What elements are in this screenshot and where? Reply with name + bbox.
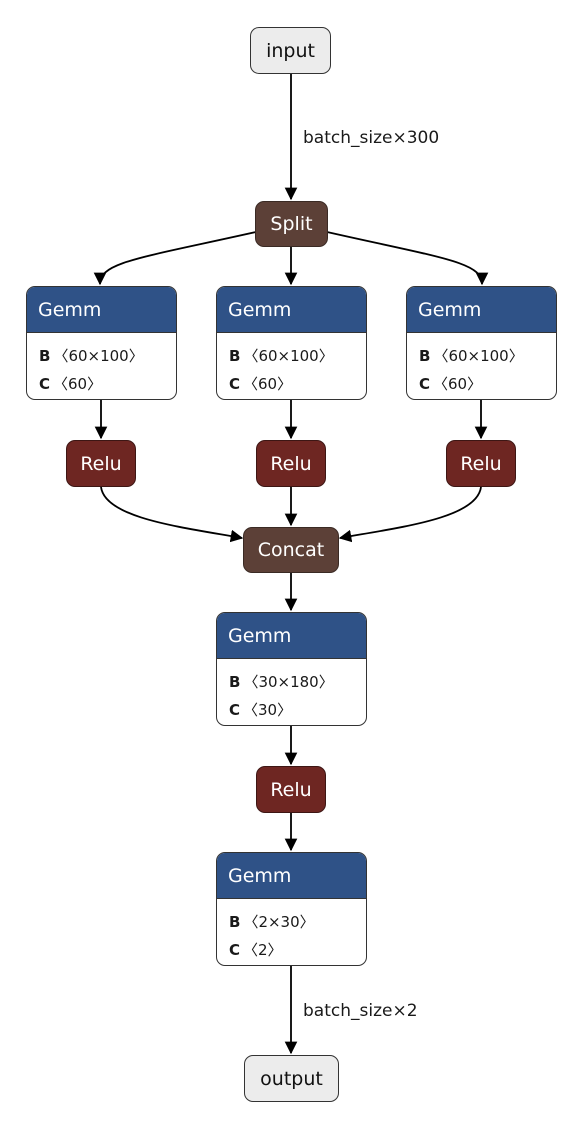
attr-name: B (229, 347, 241, 365)
relu-node-label: Relu (270, 778, 312, 801)
attr-value: 〈2×30〉 (243, 913, 315, 931)
attr-name: C (229, 701, 241, 719)
relu-node-left[interactable]: Relu (66, 440, 136, 487)
gemm-node-left[interactable]: Gemm B〈60×100〉 C〈60〉 (26, 286, 177, 400)
attr-name: B (229, 913, 241, 931)
gemm-node-middle[interactable]: Gemm B〈60×100〉 C〈60〉 (216, 286, 367, 400)
gemm-node-title: Gemm (407, 287, 556, 333)
input-node[interactable]: input (250, 27, 331, 74)
gemm-attr-b: B〈2×30〉 (229, 908, 366, 936)
attr-value: 〈2〉 (243, 941, 283, 959)
edge-label-output: batch_size×2 (303, 1001, 418, 1021)
gemm-node-title: Gemm (217, 287, 366, 333)
attr-value: 〈60〉 (433, 375, 483, 393)
attr-value: 〈60×100〉 (243, 347, 334, 365)
gemm-node-right[interactable]: Gemm B〈60×100〉 C〈60〉 (406, 286, 557, 400)
gemm-node-title: Gemm (27, 287, 176, 333)
attr-value: 〈30×180〉 (243, 673, 334, 691)
edge-split-gemm-left (93, 231, 257, 286)
gemm-node-concat[interactable]: Gemm B〈30×180〉 C〈30〉 (216, 612, 367, 726)
edge-relu-concat-right (338, 486, 482, 543)
split-node-label: Split (270, 213, 313, 235)
gemm-node-title: Gemm (217, 853, 366, 899)
edge-split-gemm-right (326, 231, 489, 286)
split-node[interactable]: Split (255, 201, 328, 247)
gemm-attr-c: C〈60〉 (229, 370, 366, 398)
gemm-attr-b: B〈60×100〉 (229, 342, 366, 370)
edge-label-input: batch_size×300 (303, 128, 439, 148)
gemm-node-title: Gemm (217, 613, 366, 659)
attr-value: 〈60〉 (243, 375, 293, 393)
concat-node-label: Concat (257, 539, 325, 561)
relu-node-label: Relu (460, 452, 502, 475)
attr-name: C (419, 375, 431, 393)
gemm-attr-c: C〈60〉 (419, 370, 556, 398)
concat-node[interactable]: Concat (243, 527, 339, 573)
relu-node-label: Relu (80, 452, 122, 475)
gemm-attr-b: B〈30×180〉 (229, 668, 366, 696)
attr-value: 〈60×100〉 (53, 347, 144, 365)
gemm-attr-b: B〈60×100〉 (419, 342, 556, 370)
attr-value: 〈60〉 (53, 375, 103, 393)
attr-name: B (419, 347, 431, 365)
attr-name: C (229, 941, 241, 959)
attr-name: C (39, 375, 51, 393)
attr-value: 〈60×100〉 (433, 347, 524, 365)
gemm-attr-c: C〈60〉 (39, 370, 176, 398)
relu-node-lower[interactable]: Relu (256, 766, 326, 813)
attr-value: 〈30〉 (243, 701, 293, 719)
output-node-label: output (260, 1067, 323, 1090)
gemm-attr-b: B〈60×100〉 (39, 342, 176, 370)
relu-node-middle[interactable]: Relu (256, 440, 326, 487)
attr-name: B (229, 673, 241, 691)
gemm-attr-c: C〈2〉 (229, 936, 366, 964)
relu-node-label: Relu (270, 452, 312, 475)
gemm-node-final[interactable]: Gemm B〈2×30〉 C〈2〉 (216, 852, 367, 966)
input-node-label: input (266, 39, 315, 62)
gemm-attr-c: C〈30〉 (229, 696, 366, 724)
edge-relu-concat-left (100, 486, 244, 543)
output-node[interactable]: output (244, 1055, 339, 1102)
relu-node-right[interactable]: Relu (446, 440, 516, 487)
attr-name: B (39, 347, 51, 365)
attr-name: C (229, 375, 241, 393)
